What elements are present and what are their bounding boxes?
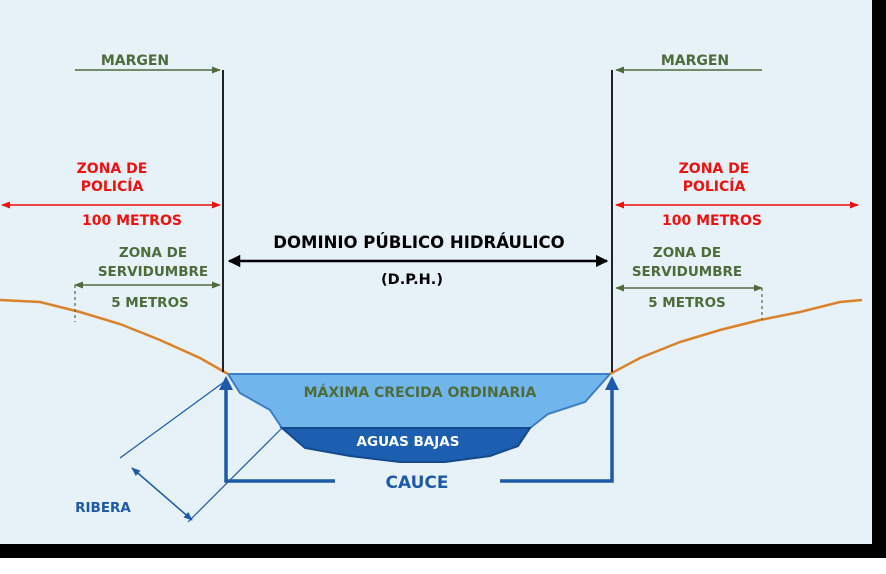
left-bank-line	[0, 298, 229, 376]
aguas-bajas-water	[279, 427, 532, 463]
right-border	[872, 0, 886, 544]
zona-servidumbre-right-line1: ZONA DE	[653, 245, 721, 261]
dph-title: DOMINIO PÚBLICO HIDRÁULICO	[273, 233, 564, 252]
zona-policia-right-line1: ZONA DE	[679, 161, 750, 177]
maxima-crecida-label: MÁXIMA CRECIDA ORDINARIA	[304, 384, 537, 401]
cauce-arrowhead-right	[605, 376, 619, 390]
bottom-border	[0, 544, 886, 558]
cauce-label: CAUCE	[385, 473, 448, 493]
margen-right-label: MARGEN	[661, 53, 729, 69]
zona-policia-left-line1: ZONA DE	[77, 161, 148, 177]
margen-left-label: MARGEN	[101, 53, 169, 69]
ribera-label: RIBERA	[75, 500, 131, 516]
dph-abbreviation: (D.P.H.)	[381, 272, 443, 288]
cauce-bracket-left	[224, 384, 335, 483]
metros-100-left-label: 100 METROS	[82, 213, 182, 229]
ribera-arrow	[131, 467, 193, 521]
zona-policia-right-line2: POLICÍA	[683, 178, 746, 195]
metros-100-right-label: 100 METROS	[662, 213, 762, 229]
cauce-bracket-right	[500, 384, 614, 483]
metros-5-right-label: 5 METROS	[648, 295, 726, 311]
metros-5-left-label: 5 METROS	[111, 295, 189, 311]
zona-servidumbre-left-line2: SERVIDUMBRE	[98, 264, 208, 280]
ribera-leader-top	[119, 381, 225, 459]
zona-servidumbre-left-line1: ZONA DE	[119, 245, 187, 261]
zona-servidumbre-right-line2: SERVIDUMBRE	[632, 264, 742, 280]
aguas-bajas-label: AGUAS BAJAS	[357, 434, 460, 450]
right-bank-line	[609, 298, 863, 376]
zona-policia-left-line2: POLICÍA	[81, 178, 144, 195]
cauce-arrowhead-left	[219, 376, 233, 390]
ribera-leader-bottom	[187, 427, 283, 523]
